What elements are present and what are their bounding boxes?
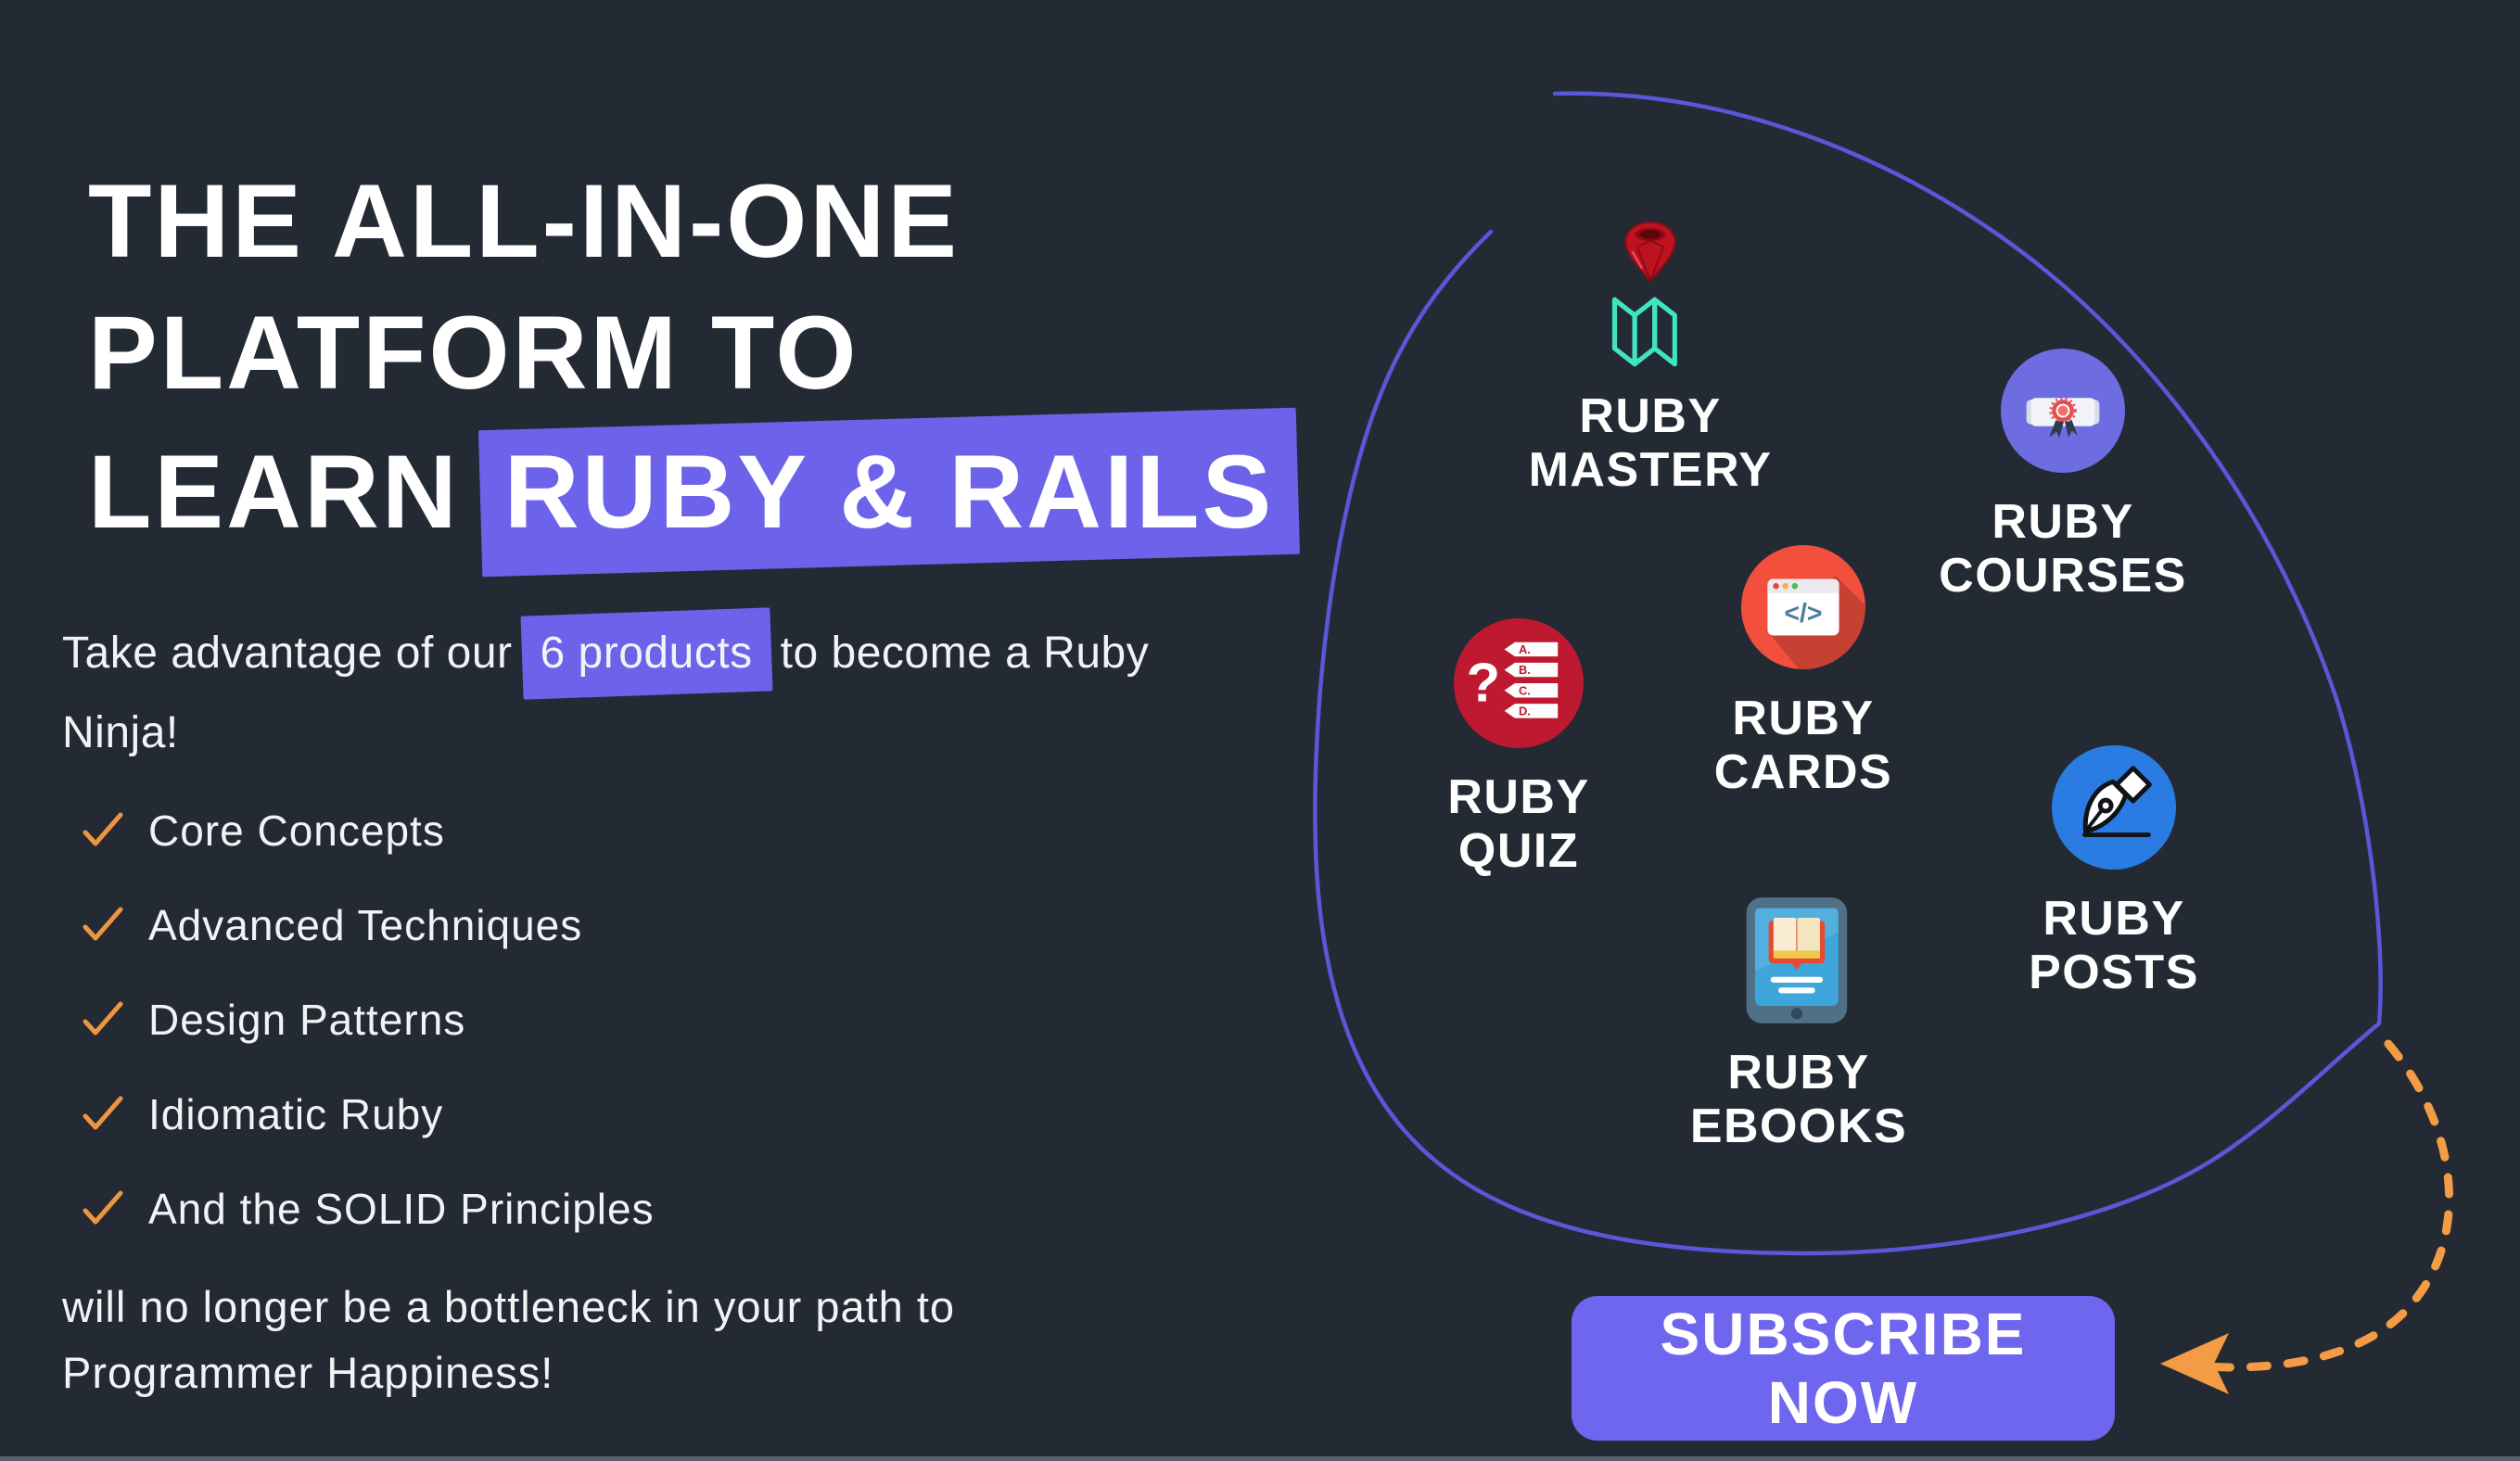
bottom-edge-strip bbox=[0, 1456, 2520, 1461]
code-window-icon: </> bbox=[1741, 545, 1865, 669]
checklist-item: Advanced Techniques bbox=[82, 897, 655, 953]
ruby-gem-icon bbox=[1624, 221, 1676, 283]
multiple-choice-icon: ? A. B. C. D. bbox=[1454, 618, 1584, 748]
folded-map-icon bbox=[1611, 297, 1677, 367]
svg-text:A.: A. bbox=[1519, 642, 1531, 656]
pen-nib-icon bbox=[2052, 745, 2176, 870]
intro-text-after: to become a Ruby Ninja! bbox=[62, 629, 1150, 757]
product-ruby-ebooks: RUBY EBOOKS bbox=[1604, 896, 1993, 1153]
subscribe-now-button[interactable]: SUBSCRIBE NOW bbox=[1572, 1296, 2115, 1441]
product-label: RUBY QUIZ bbox=[1447, 770, 1590, 878]
product-ruby-quiz: ? A. B. C. D. RUBY QUIZ bbox=[1324, 618, 1713, 878]
checkmark-icon bbox=[83, 1190, 123, 1225]
dashed-arrow-curve bbox=[2176, 1039, 2454, 1372]
checklist-item-label: Design Patterns bbox=[148, 996, 466, 1044]
svg-text:?: ? bbox=[1467, 652, 1500, 714]
outro-paragraph: will no longer be a bottleneck in your p… bbox=[62, 1282, 956, 1397]
product-label: RUBY POSTS bbox=[2029, 892, 2199, 999]
svg-text:B.: B. bbox=[1519, 663, 1531, 677]
product-ruby-cards: </> RUBY CARDS bbox=[1609, 545, 1998, 799]
product-ruby-courses: RUBY COURSES bbox=[1868, 349, 2258, 603]
product-label: RUBY EBOOKS bbox=[1689, 1046, 1908, 1153]
intro-text-before: Take advantage of our bbox=[62, 629, 513, 678]
checkmark-icon bbox=[83, 1096, 123, 1130]
ebook-tablet-icon bbox=[1746, 897, 1848, 1023]
svg-text:C.: C. bbox=[1519, 683, 1531, 697]
feature-checklist: Core Concepts Advanced Techniques Design… bbox=[82, 803, 655, 1276]
checklist-item: And the SOLID Principles bbox=[82, 1181, 655, 1237]
checklist-item-label: And the SOLID Principles bbox=[148, 1185, 655, 1233]
product-ruby-posts: RUBY POSTS bbox=[1919, 745, 2309, 999]
headline-line-3: LEARN bbox=[88, 434, 460, 550]
checkmark-icon bbox=[83, 812, 123, 846]
headline-line-1: THE ALL-IN-ONE bbox=[88, 163, 960, 279]
checklist-item-label: Advanced Techniques bbox=[148, 901, 583, 949]
product-label: RUBY CARDS bbox=[1713, 692, 1893, 799]
checklist-item: Design Patterns bbox=[82, 992, 655, 1048]
product-label: RUBY COURSES bbox=[1939, 495, 2187, 603]
checkmark-icon bbox=[83, 907, 123, 941]
checklist-item: Core Concepts bbox=[82, 803, 655, 858]
svg-text:D.: D. bbox=[1519, 704, 1531, 718]
checklist-item-label: Core Concepts bbox=[148, 807, 445, 855]
svg-text:</>: </> bbox=[1784, 599, 1822, 629]
product-label: RUBY MASTERY bbox=[1528, 389, 1773, 497]
headline-highlight: RUBY & RAILS bbox=[480, 419, 1298, 565]
arrowhead-icon bbox=[2160, 1333, 2229, 1394]
checklist-item: Idiomatic Ruby bbox=[82, 1086, 655, 1142]
product-ruby-mastery: RUBY MASTERY bbox=[1456, 219, 1845, 497]
checkmark-icon bbox=[83, 1001, 123, 1035]
intro-highlight: 6 products bbox=[522, 612, 771, 695]
diploma-icon bbox=[2001, 349, 2125, 473]
checklist-item-label: Idiomatic Ruby bbox=[148, 1090, 444, 1138]
headline-line-2: PLATFORM TO bbox=[88, 295, 859, 411]
